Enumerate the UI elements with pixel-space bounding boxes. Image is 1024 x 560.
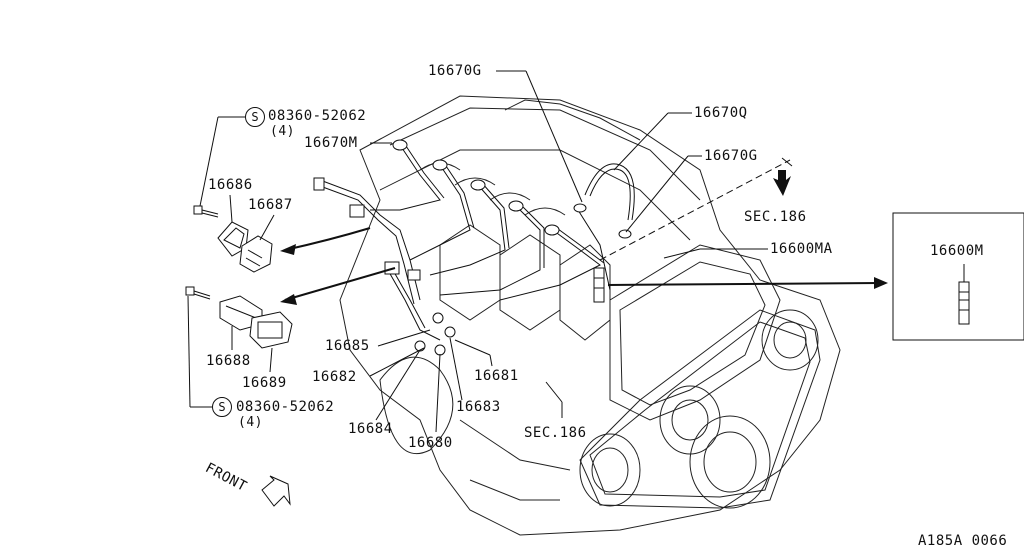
label-sec186-bottom: SEC.186 bbox=[524, 425, 587, 441]
label-16682: 16682 bbox=[312, 369, 357, 385]
label-16686: 16686 bbox=[208, 177, 253, 193]
clamp-16686 bbox=[217, 221, 249, 257]
bolt-qty-bottom: (4) bbox=[238, 415, 263, 430]
detail-box bbox=[892, 212, 1024, 341]
glow-plug bbox=[593, 267, 605, 303]
detail-arrows bbox=[280, 157, 888, 305]
bolt-qty-top: (4) bbox=[270, 124, 295, 139]
drawing-code: A185A 0066 bbox=[918, 533, 1008, 549]
bolt-top bbox=[193, 205, 219, 218]
engine-block bbox=[339, 95, 841, 536]
label-16670M: 16670M bbox=[304, 135, 358, 151]
label-16681: 16681 bbox=[474, 368, 519, 384]
label-16688: 16688 bbox=[206, 353, 251, 369]
label-16684: 16684 bbox=[348, 421, 393, 437]
label-16683: 16683 bbox=[456, 399, 501, 415]
label-16685: 16685 bbox=[325, 338, 370, 354]
bolt-symbol-top: S bbox=[245, 107, 265, 127]
label-16689: 16689 bbox=[242, 375, 287, 391]
label-16670G-top: 16670G bbox=[428, 63, 482, 79]
clamp-16687 bbox=[239, 235, 273, 273]
label-sec186-top: SEC.186 bbox=[744, 209, 807, 225]
front-arrow bbox=[261, 475, 291, 507]
label-16670G-right: 16670G bbox=[704, 148, 758, 164]
leader-lines bbox=[187, 70, 768, 433]
label-16670Q: 16670Q bbox=[694, 105, 748, 121]
injection-tubes bbox=[313, 139, 635, 356]
bolt-part-bottom: 08360-52062 bbox=[236, 399, 335, 415]
label-16600MA: 16600MA bbox=[770, 241, 833, 257]
bolt-part-top: 08360-52062 bbox=[268, 108, 367, 124]
label-16687: 16687 bbox=[248, 197, 293, 213]
label-16680: 16680 bbox=[408, 435, 453, 451]
label-16600M: 16600M bbox=[930, 243, 984, 259]
bolt-symbol-bottom: S bbox=[212, 397, 232, 417]
clamp-16689 bbox=[249, 311, 293, 349]
bolt-bottom bbox=[185, 286, 211, 300]
timing-belt-assembly bbox=[579, 244, 821, 509]
